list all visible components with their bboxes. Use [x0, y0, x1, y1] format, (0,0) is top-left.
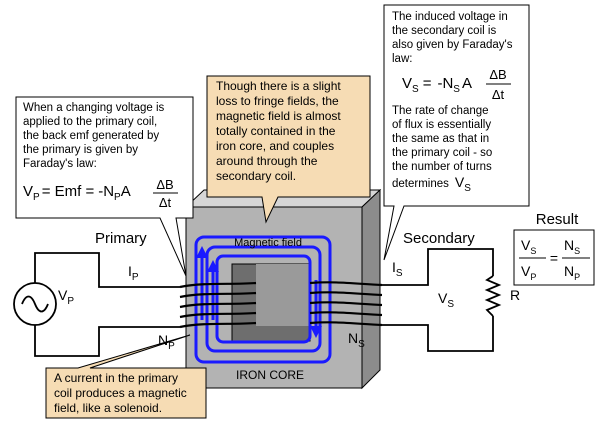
primary-emf-equation: VP= Emf =-NPA [23, 183, 131, 203]
svg-text:Though there is a slight: Though there is a slight loss to fringe … [216, 79, 344, 183]
solenoid-line: coil produces a magnetic [54, 386, 187, 400]
svg-text:When a changing voltage is: When a changing voltage is applied to th… [23, 102, 168, 170]
secondary-law-line: the secondary coil is [392, 25, 496, 37]
primary-emf-frac-den: Δt [159, 195, 172, 210]
ip-label: IP [128, 263, 139, 283]
fringe-line: secondary coil. [216, 169, 296, 183]
secondary-circuit-wires [382, 248, 494, 352]
secondary-law-line: the number of turns [392, 161, 492, 173]
secondary-law-line: The induced voltage in [392, 11, 508, 23]
secondary-law-frac-num: ΔB [489, 67, 506, 82]
fringe-line: totally contained in the [216, 124, 336, 138]
primary-emf-line: the back emf generated by [23, 130, 159, 142]
svg-text:The induced voltage in t: The induced voltage in the secondary coi… [392, 11, 516, 65]
fringe-line: Though there is a slight [216, 79, 341, 93]
secondary-law-line: law: [392, 53, 412, 65]
svg-text:A current in the primary: A current in the primary coil produces a… [54, 371, 190, 415]
result-box: VS VP = NS NP [513, 229, 595, 286]
fringe-line: around through the [216, 154, 318, 168]
solenoid-line: A current in the primary [54, 371, 178, 385]
secondary-coil [309, 281, 383, 327]
core-side-face [361, 188, 381, 390]
secondary-law-line: the primary coil - so [392, 147, 492, 159]
primary-emf-line: When a changing voltage is [23, 102, 165, 114]
primary-emf-line: the primary is given by [23, 144, 138, 156]
svg-text:The rate of change of fl: The rate of change of flux is essentiall… [392, 105, 496, 173]
iron-core: IRON CORE [184, 188, 382, 390]
callout-solenoid: A current in the primary coil produces a… [45, 334, 207, 419]
fringe-line: iron core, and couples [216, 139, 334, 153]
secondary-label: Secondary [403, 230, 475, 247]
ac-source-icon [13, 282, 57, 326]
vs-label: VS [438, 290, 454, 310]
solenoid-line: field, like a solenoid. [54, 401, 162, 415]
primary-emf-frac-num: ΔB [156, 177, 173, 192]
magnetic-field-label: Magnetic field [234, 237, 302, 249]
np-label: NP [158, 332, 175, 352]
resistor-icon [484, 275, 502, 317]
primary-emf-line: applied to the primary coil, [23, 116, 157, 128]
fringe-line: loss to fringe fields, the [216, 94, 339, 108]
secondary-law-line: the same as that in [392, 133, 489, 145]
secondary-law-line: of flux is essentially [392, 119, 491, 131]
result-eq: = [550, 250, 558, 266]
is-label: IS [392, 259, 403, 279]
result-ns: NS [564, 237, 580, 256]
ns-label: NS [348, 330, 365, 350]
vp-label: VP [58, 287, 74, 307]
result-label: Result [536, 211, 579, 228]
result-vs: VS [521, 237, 536, 256]
fringe-line: magnetic field is almost [216, 109, 341, 123]
callout-primary-emf: When a changing voltage is applied to th… [15, 96, 194, 277]
result-vp: VP [521, 263, 536, 282]
flux-loop-middle [215, 254, 312, 344]
flux-loop-inner [205, 245, 322, 353]
r-label: R [510, 287, 520, 303]
flux-loop-outer [194, 235, 332, 364]
primary-emf-line: Faraday's law: [23, 158, 97, 170]
primary-circuit-wires [34, 252, 180, 357]
secondary-law-line: also given by Faraday's [392, 39, 513, 51]
callout-fringe-fields: Though there is a slight loss to fringe … [206, 75, 371, 224]
secondary-law-frac-den: Δt [492, 87, 505, 102]
magnetic-flux-loops [194, 235, 332, 364]
callout-secondary-law: The induced voltage in the secondary coi… [383, 4, 530, 261]
primary-coil [179, 281, 257, 329]
iron-core-label: IRON CORE [236, 368, 304, 382]
secondary-law-line: The rate of change [392, 105, 489, 117]
primary-label: Primary [95, 230, 147, 247]
core-window-inner [256, 264, 310, 326]
result-np: NP [564, 263, 580, 282]
